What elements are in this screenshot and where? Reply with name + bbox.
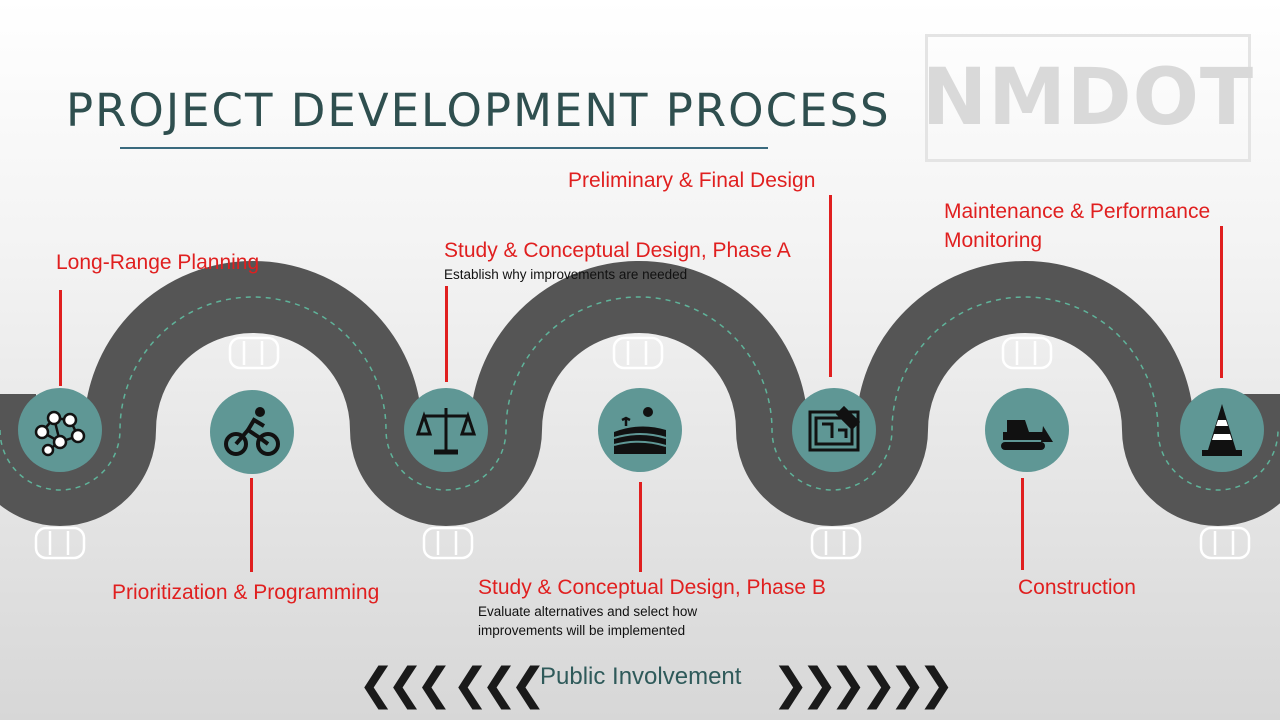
network-people-icon — [34, 410, 86, 457]
chevrons-left-outer-icon: ❮❮❮ — [358, 659, 453, 710]
logo-text: NMDOT — [921, 53, 1255, 143]
desc-phase-a: Establish why improvements are needed — [444, 267, 688, 282]
landscape-icon — [613, 407, 667, 454]
scales-icon — [415, 408, 477, 455]
stem-construction — [1021, 478, 1024, 570]
label-prioritization: Prioritization & Programming — [112, 581, 380, 604]
car-icon — [1199, 526, 1251, 560]
desc-phase-b-line2: improvements will be implemented — [478, 623, 686, 638]
step-icon-maintenance — [1180, 388, 1264, 472]
nmdot-logo: NMDOT — [921, 34, 1255, 162]
chevrons-right-inner-icon: ❯❯❯ — [772, 659, 867, 710]
stem-final-design — [829, 195, 832, 377]
step-icon-long-range-planning — [18, 388, 102, 472]
chevrons-right-outer-icon: ❯❯❯ — [860, 659, 955, 710]
chevrons-left-inner-icon: ❮❮❮ — [452, 659, 547, 710]
label-construction: Construction — [1018, 576, 1136, 599]
step-icon-construction — [985, 388, 1069, 472]
public-involvement-label: Public Involvement — [540, 663, 742, 690]
stem-long-range — [59, 290, 62, 386]
label-maintenance-line2: Monitoring — [944, 229, 1043, 252]
car-icon — [34, 526, 86, 560]
stem-phase-b — [639, 482, 642, 572]
step-icon-prioritization — [210, 390, 294, 474]
title-underline — [120, 147, 768, 149]
car-icon — [612, 336, 664, 370]
stem-phase-a — [445, 286, 448, 382]
stem-maintenance — [1220, 226, 1223, 378]
car-icon — [810, 526, 862, 560]
label-phase-b: Study & Conceptual Design, Phase B — [478, 576, 826, 599]
traffic-cone-icon — [1202, 404, 1242, 456]
desc-phase-b-line1: Evaluate alternatives and select how — [478, 604, 698, 619]
label-maintenance-line1: Maintenance & Performance — [944, 200, 1211, 223]
stem-prioritization — [250, 478, 253, 572]
bulldozer-icon — [1001, 420, 1053, 450]
car-icon — [228, 336, 280, 370]
step-icon-phase-a — [404, 388, 488, 472]
blueprint-icon — [808, 405, 861, 452]
step-icon-final-design — [792, 388, 876, 472]
car-icon — [1001, 336, 1053, 370]
step-icon-phase-b — [598, 388, 682, 472]
bicycle-icon — [224, 407, 280, 456]
page-title: PROJECT DEVELOPMENT PROCESS — [66, 84, 891, 137]
label-final-design: Preliminary & Final Design — [568, 169, 816, 192]
car-icon — [422, 526, 474, 560]
label-long-range-planning: Long-Range Planning — [56, 251, 260, 274]
label-phase-a: Study & Conceptual Design, Phase A — [444, 239, 791, 262]
